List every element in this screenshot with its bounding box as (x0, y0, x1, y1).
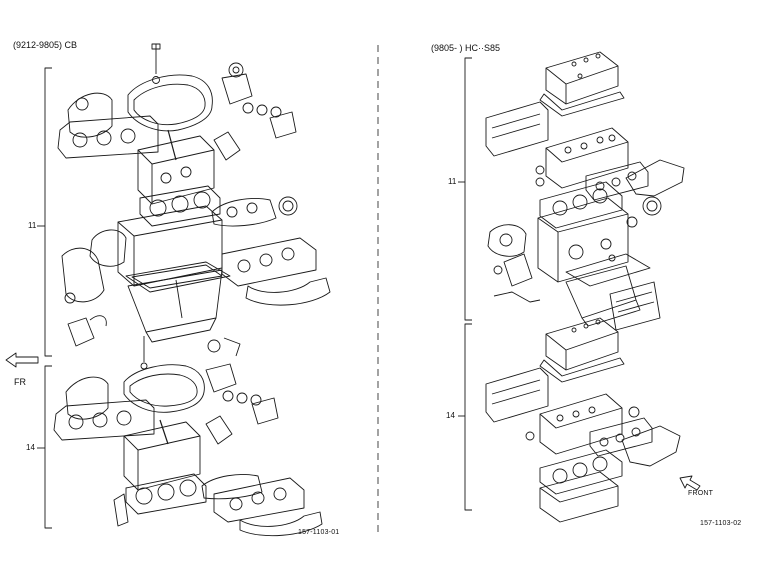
left-panel-header: (9212-9805) CB (13, 40, 78, 50)
right-direction-arrow (679, 475, 701, 491)
right-group-14-parts (485, 317, 681, 523)
right-group-11-parts (485, 51, 685, 331)
left-group-14-bracket (44, 365, 52, 529)
left-group-14-ref: 14 (26, 443, 35, 452)
left-direction-arrow (5, 352, 39, 368)
right-figure-code: 157-1103-02 (700, 520, 742, 527)
left-direction-label: FR (14, 377, 26, 387)
right-direction-label: FRONT (688, 490, 714, 497)
right-group-11-bracket (464, 57, 472, 321)
right-group-11-ref: 11 (448, 177, 457, 186)
right-panel-header: (9805- ) HC··S85 (431, 43, 501, 53)
left-figure-code: 157-1103-01 (298, 529, 340, 536)
left-group-11-bracket (44, 67, 52, 357)
right-group-14-ref: 14 (446, 411, 455, 420)
left-group-11-parts (57, 43, 331, 347)
left-group-14-parts (53, 336, 323, 537)
right-group-14-bracket (464, 323, 472, 511)
left-group-11-ref: 11 (28, 221, 37, 230)
